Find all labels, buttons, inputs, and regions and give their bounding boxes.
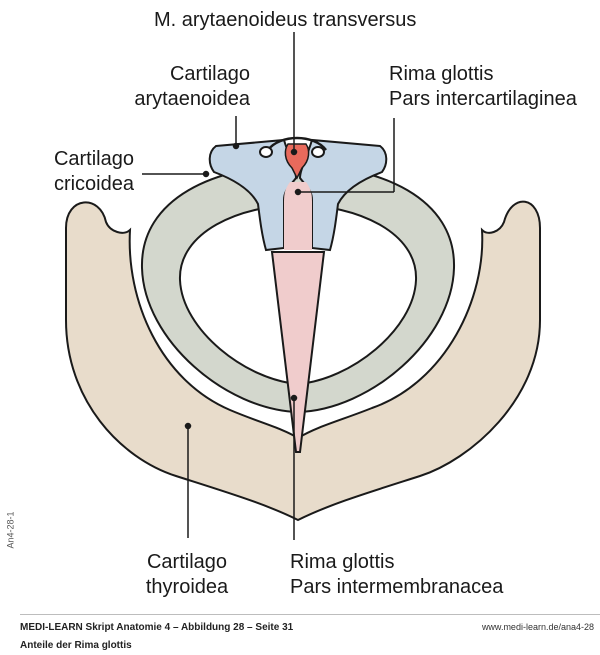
label-cartilago-cricoidea: Cartilago cricoidea	[18, 147, 134, 197]
label-rima-intermembranacea: Rima glottis Pars intermembranacea	[290, 550, 503, 600]
footer-subtitle: Anteile der Rima glottis	[20, 640, 132, 651]
right-process-circle	[311, 146, 325, 158]
left-process-circle	[259, 146, 273, 158]
leader-lines	[142, 32, 395, 540]
label-cartilago-arytaenoidea-line2: arytaenoidea	[134, 88, 250, 110]
rima-intermembranacea-shape	[270, 251, 326, 453]
label-cartilago-cricoidea-line1: Cartilago	[53, 148, 134, 170]
label-rima-intermembranacea-line2: Pars intermembranacea	[290, 576, 504, 598]
footer-url[interactable]: www.medi-learn.de/ana4-28	[481, 622, 594, 632]
footer-divider	[20, 614, 600, 615]
thyroid-cartilage-shape	[65, 200, 541, 522]
rima-intercartilaginea-shape	[284, 182, 312, 250]
label-rima-intermembranacea-line1: Rima glottis	[290, 551, 395, 573]
label-rima-intercartilaginea: Rima glottis Pars intercartilaginea	[389, 62, 577, 112]
footer-title: MEDI-LEARN Skript Anatomie 4 – Abbildung…	[20, 622, 294, 633]
label-cartilago-thyroidea-line1: Cartilago	[146, 551, 228, 573]
label-cartilago-arytaenoidea-line1: Cartilago	[169, 63, 250, 85]
figure-code: An4-28-1	[5, 511, 16, 549]
label-cartilago-thyroidea-line2: thyroidea	[145, 576, 229, 598]
label-cartilago-thyroidea: Cartilago thyroidea	[124, 550, 250, 600]
muscle-arc	[267, 136, 327, 151]
label-cartilago-arytaenoidea: Cartilago arytaenoidea	[122, 62, 250, 112]
label-m-arytaenoideus-text: M. arytaenoideus transversus	[154, 9, 417, 31]
label-cartilago-cricoidea-line2: cricoidea	[53, 173, 134, 195]
larynx-diagram	[65, 32, 541, 540]
label-m-arytaenoideus: M. arytaenoideus transversus	[154, 8, 416, 33]
label-rima-intercartilaginea-line1: Rima glottis	[389, 63, 494, 85]
label-rima-intercartilaginea-line2: Pars intercartilaginea	[389, 88, 577, 110]
